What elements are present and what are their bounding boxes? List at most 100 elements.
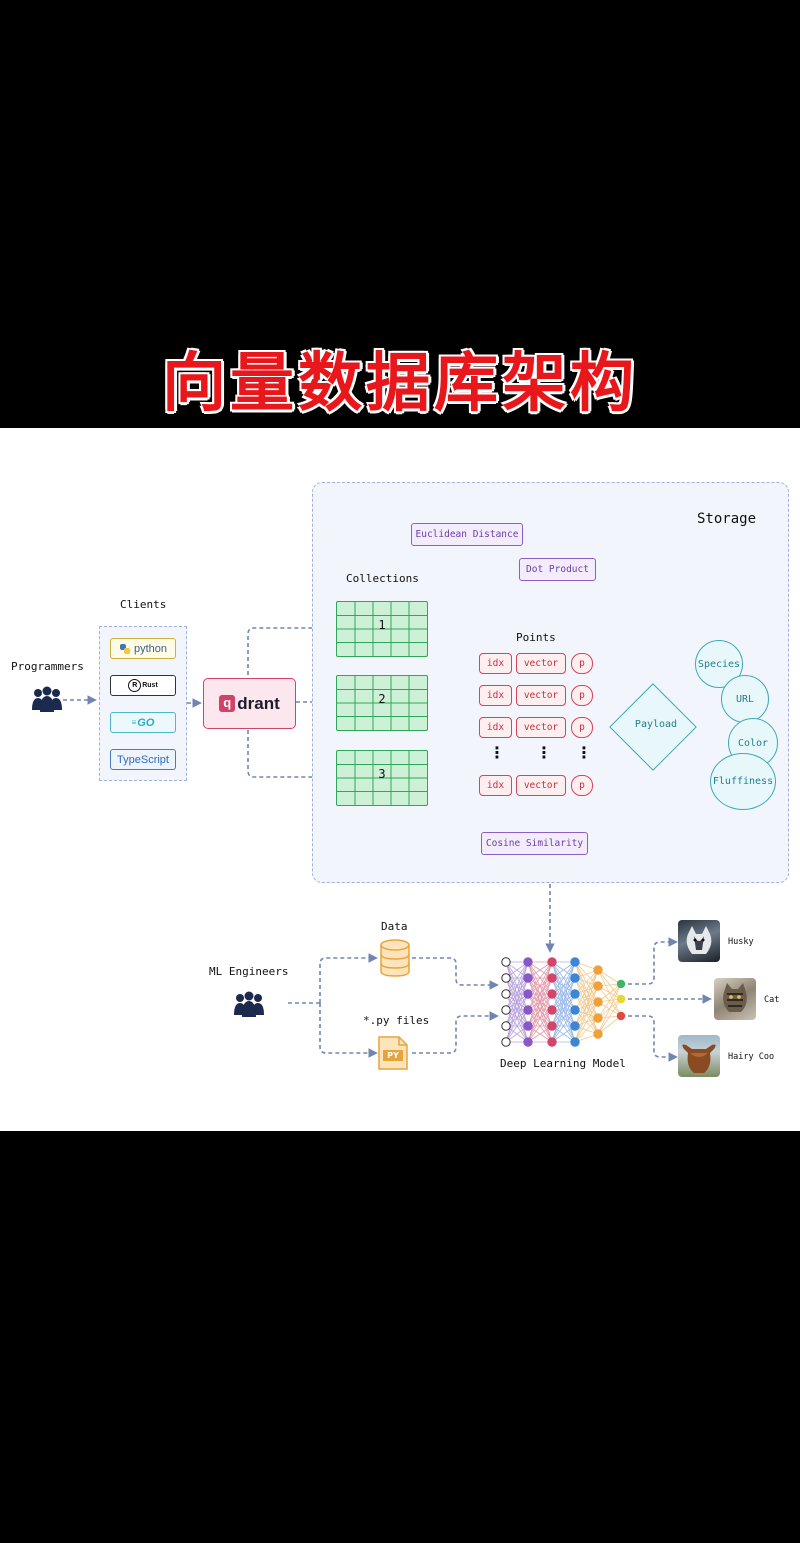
nn-edge	[505, 961, 529, 995]
nn-node	[593, 981, 603, 991]
typescript-client[interactable]: TypeScript	[110, 749, 176, 770]
collection-number: 2	[378, 692, 386, 706]
python-label: python	[133, 642, 168, 655]
point-idx: idx	[479, 775, 512, 796]
people-icon	[32, 686, 62, 712]
neural-network	[501, 957, 626, 1047]
nn-edge	[527, 977, 553, 1043]
python-client[interactable]: python	[110, 638, 176, 659]
nn-edge	[574, 969, 599, 1027]
nn-edge	[551, 1009, 576, 1043]
qdrant-logo-text: drant	[237, 693, 280, 713]
nn-edge	[597, 983, 622, 1035]
nn-edge	[551, 993, 576, 1043]
nn-edge	[574, 985, 599, 1043]
point-vector: vector	[516, 717, 566, 738]
nn-node	[570, 973, 580, 983]
nn-edge	[527, 961, 553, 995]
hairy-coo-image	[678, 1035, 720, 1077]
py-files-label: *.py files	[363, 1014, 430, 1027]
nn-edge	[527, 961, 553, 979]
nn-edge	[574, 969, 599, 995]
ellipsis: ⋮	[576, 743, 592, 762]
nn-node	[547, 1005, 557, 1015]
nn-edge	[551, 961, 576, 1011]
nn-edge	[505, 961, 529, 1027]
point-idx: idx	[479, 653, 512, 674]
collections-title: Collections	[346, 572, 419, 585]
database-icon	[380, 939, 410, 977]
point-payload: p	[571, 685, 593, 706]
nn-edge	[505, 977, 529, 1043]
nn-edge	[505, 993, 529, 1043]
nn-node	[523, 957, 533, 967]
data-label: Data	[381, 920, 408, 933]
nn-node	[570, 957, 580, 967]
nn-edge	[527, 961, 553, 1027]
output-label: Cat	[764, 995, 780, 1005]
nn-edge	[597, 1015, 622, 1035]
rust-logo: R	[128, 679, 142, 692]
go-client[interactable]: ≡ GO	[110, 712, 176, 733]
nn-node	[570, 1037, 580, 1047]
attribute-url: URL	[721, 675, 769, 723]
nn-edge	[527, 961, 553, 1011]
nn-node	[547, 973, 557, 983]
nn-node	[593, 1013, 603, 1023]
nn-edge	[551, 977, 576, 1043]
nn-output-node	[616, 1011, 626, 1021]
nn-edge	[597, 983, 622, 1003]
euclidean-distance-pill: Euclidean Distance	[411, 523, 523, 546]
nn-node	[570, 989, 580, 999]
deep-learning-model-label: Deep Learning Model	[500, 1057, 626, 1070]
point-idx: idx	[479, 685, 512, 706]
collection-number: 1	[378, 618, 386, 632]
nn-node	[593, 1029, 603, 1039]
nn-edge	[597, 998, 622, 1035]
points-title: Points	[516, 631, 556, 644]
nn-node	[523, 989, 533, 999]
banner-title: 向量数据库架构	[162, 347, 638, 421]
clients-panel: python R Rust ≡ GO TypeScript	[99, 626, 187, 781]
qdrant-node[interactable]: q drant	[203, 678, 296, 729]
nn-node	[523, 1005, 533, 1015]
nn-node	[547, 1037, 557, 1047]
nn-edge	[527, 961, 553, 1043]
output-label: Husky	[728, 937, 754, 947]
point-payload: p	[571, 717, 593, 738]
rust-client[interactable]: R Rust	[110, 675, 176, 696]
py-badge: PY	[387, 1051, 399, 1060]
nn-node	[501, 1005, 511, 1015]
nn-edge	[527, 1009, 553, 1043]
point-vector: vector	[516, 653, 566, 674]
nn-edge	[574, 1017, 599, 1043]
nn-output-node	[616, 994, 626, 1004]
collection-grid-1[interactable]: 1	[336, 601, 428, 657]
python-logo	[119, 643, 130, 654]
point-payload: p	[571, 653, 593, 674]
point-payload: p	[571, 775, 593, 796]
nn-node	[547, 989, 557, 999]
nn-edge	[574, 969, 599, 1043]
storage-title: Storage	[697, 511, 757, 527]
nn-node	[547, 957, 557, 967]
nn-node	[501, 1021, 511, 1031]
collection-grid-2[interactable]: 2	[336, 675, 428, 731]
collection-grid-3[interactable]: 3	[336, 750, 428, 806]
nn-node	[501, 989, 511, 999]
nn-edge	[574, 969, 599, 1011]
py-file-icon: PY	[377, 1035, 409, 1071]
nn-edge	[505, 961, 529, 1011]
programmers-label: Programmers	[11, 660, 84, 673]
typescript-label: TypeScript	[117, 753, 169, 766]
nn-edge	[551, 961, 576, 1027]
nn-node	[547, 1021, 557, 1031]
attribute-fluffiness: Fluffiness	[710, 753, 776, 810]
architecture-diagram: Programmers Clients python R Rust ≡ GO T…	[0, 428, 800, 1131]
nn-edge	[527, 1025, 553, 1043]
ellipsis: ⋮	[489, 743, 505, 762]
point-vector: vector	[516, 775, 566, 796]
collection-number: 3	[378, 767, 386, 781]
nn-node	[523, 973, 533, 983]
nn-edge	[597, 969, 622, 1000]
